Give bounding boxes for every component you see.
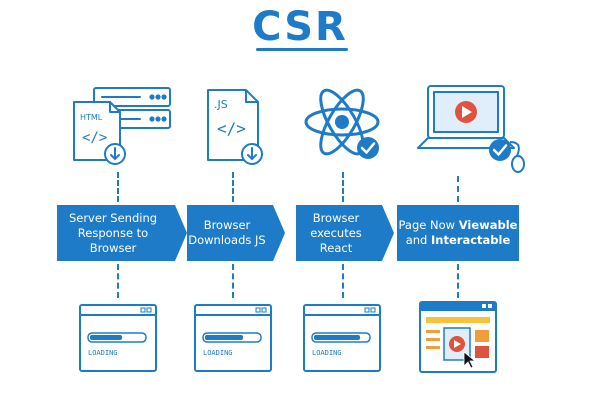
- loading-label-1: LOADING: [88, 349, 118, 357]
- connector-3-top: [342, 172, 344, 202]
- js-file-icon: .JS </>: [207, 89, 263, 165]
- connector-2-top: [232, 172, 234, 202]
- page-title: CSR: [252, 4, 348, 50]
- laptop-play-icon: [417, 85, 525, 173]
- js-code-glyph: </>: [217, 119, 246, 138]
- loading-window-2: LOADING: [194, 304, 272, 372]
- html-code-glyph: </>: [82, 130, 107, 146]
- connector-4-bottom: [457, 264, 459, 298]
- html-file-label: HTML: [80, 113, 103, 122]
- step-2-arrow-tip: [273, 205, 285, 261]
- connector-1-top: [117, 172, 119, 202]
- loading-label-3: LOADING: [312, 349, 342, 357]
- connector-1-bottom: [117, 264, 119, 298]
- connector-3-bottom: [342, 264, 344, 298]
- connector-2-bottom: [232, 264, 234, 298]
- loading-label-2: LOADING: [203, 349, 233, 357]
- js-file-label: .JS: [214, 98, 228, 111]
- loaded-page-window: [419, 301, 497, 373]
- react-atom-icon: [304, 88, 380, 159]
- loading-window-3: LOADING: [303, 304, 381, 372]
- server-html-icon: HTML </>: [73, 87, 171, 165]
- loading-window-1: LOADING: [79, 304, 157, 372]
- step-1-arrow-tip: [175, 205, 187, 261]
- step-3-arrow-tip: [382, 205, 394, 261]
- connector-4-top: [457, 176, 459, 202]
- title-underline: [256, 48, 348, 51]
